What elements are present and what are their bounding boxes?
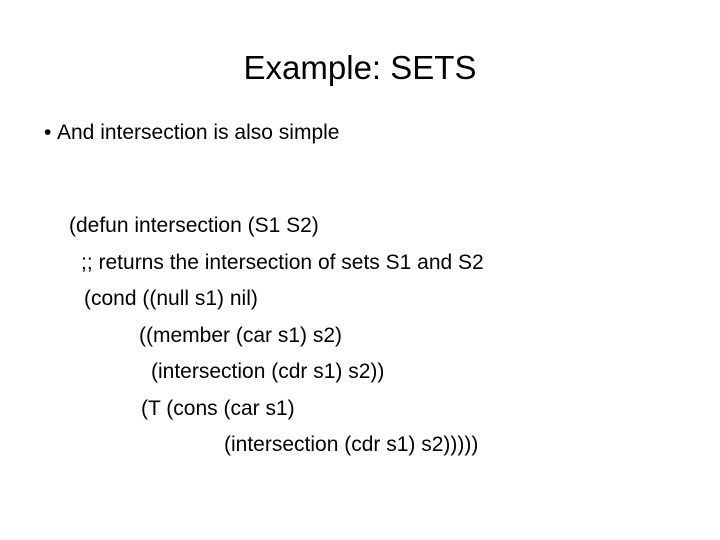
code-line: ;; returns the intersection of sets S1 a… — [81, 250, 484, 274]
bullet-list: • And intersection is also simple — [44, 118, 684, 148]
code-block: (defun intersection (S1 S2) ;; returns t… — [0, 208, 720, 464]
code-line: (cond ((null s1) nil) — [84, 287, 258, 310]
bullet-point-icon: • — [44, 121, 52, 144]
bullet-item-label: And intersection is also simple — [57, 121, 340, 144]
code-line: (intersection (cdr s1) s2)) — [151, 360, 385, 383]
code-line: (defun intersection (S1 S2) — [69, 214, 319, 237]
page-title: Example: SETS — [243, 49, 477, 86]
code-line: (T (cons (car s1) — [141, 396, 295, 420]
code-line: (intersection (cdr s1) s2))))) — [224, 433, 479, 456]
list-item: • And intersection is also simple — [44, 118, 684, 148]
code-line: ((member (car s1) s2) — [139, 323, 343, 347]
